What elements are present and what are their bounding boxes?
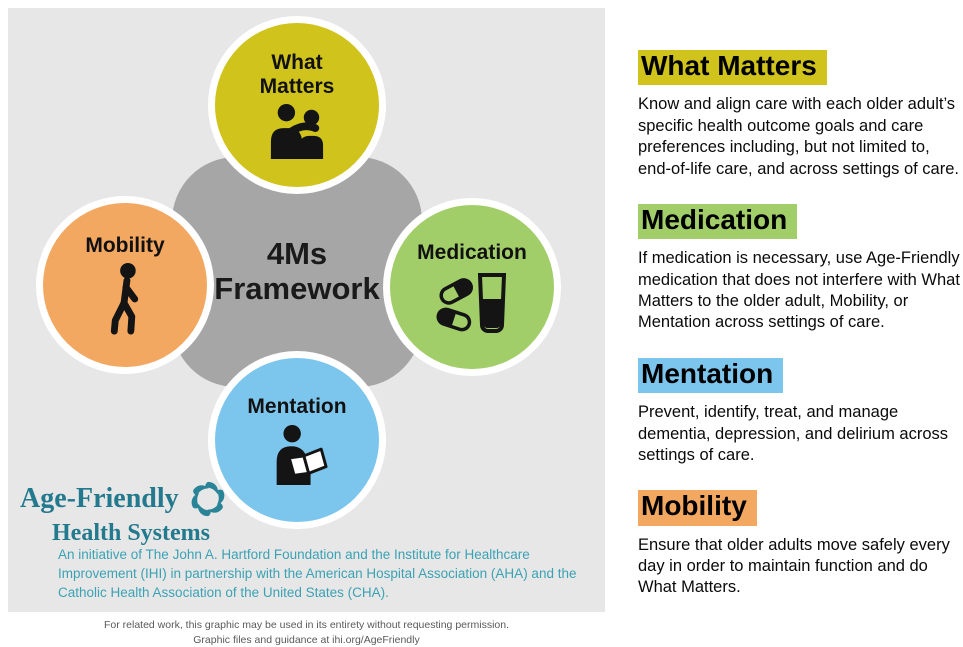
circle-mentation: Mentation [208, 351, 386, 529]
walking-person-icon [110, 263, 139, 335]
reading-person-icon [276, 425, 328, 486]
diagram-center-title: 4Ms Framework [214, 236, 380, 307]
circle-mentation-label: Mentation [247, 394, 347, 418]
footer-line2: Graphic files and guidance at ihi.org/Ag… [193, 633, 420, 646]
section-mentation: Mentation Prevent, identify, treat, and … [638, 357, 960, 467]
circle-what-matters: What Matters [208, 16, 386, 194]
circle-medication-label: Medication [417, 240, 527, 264]
section-body-mentation: Prevent, identify, treat, and manage dem… [638, 403, 948, 464]
footer-line1: For related work, this graphic may be us… [103, 619, 510, 631]
section-title-mentation: Mentation [638, 357, 960, 394]
section-medication: Medication If medication is necessary, u… [638, 203, 960, 334]
initiative-text: An initiative of The John A. Hartford Fo… [58, 547, 577, 601]
section-title-mobility: Mobility [638, 490, 960, 526]
pills-and-glass-icon [436, 273, 507, 334]
section-title-highlight: Mentation [638, 357, 784, 394]
section-body-what-matters: Know and align care with each older adul… [638, 95, 959, 178]
circle-mobility: Mobility [36, 196, 214, 374]
circle-mobility-label: Mobility [85, 233, 165, 257]
two-people-icon [270, 103, 324, 160]
section-title-highlight: What Matters [638, 50, 827, 86]
section-body-medication: If medication is necessary, use Age-Frie… [638, 249, 960, 332]
section-body-mobility: Ensure that older adults move safely eve… [638, 535, 950, 597]
circle-medication: Medication [383, 198, 561, 376]
logo-text-line2: Health Systems [52, 520, 210, 546]
age-friendly-logo: Age-Friendly Health Systems [20, 478, 229, 545]
section-title-medication: Medication [638, 203, 960, 240]
center-connector-shape [172, 157, 422, 387]
swirl-logo-icon [191, 481, 224, 517]
section-what-matters: What Matters Know and align care with ea… [638, 50, 960, 180]
diagram-panel: 4Ms Framework What Matters Mobility [8, 8, 605, 612]
circle-what-matters-label: What Matters [259, 50, 335, 98]
section-title-highlight: Mobility [638, 490, 757, 526]
definitions-column: What Matters Know and align care with ea… [638, 50, 960, 623]
section-title-highlight: Medication [638, 203, 798, 240]
logo-text-line1: Age-Friendly [20, 483, 179, 514]
section-title-what-matters: What Matters [638, 50, 960, 86]
permission-footer: For related work, this graphic may be us… [8, 618, 605, 647]
section-mobility: Mobility Ensure that older adults move s… [638, 490, 960, 599]
